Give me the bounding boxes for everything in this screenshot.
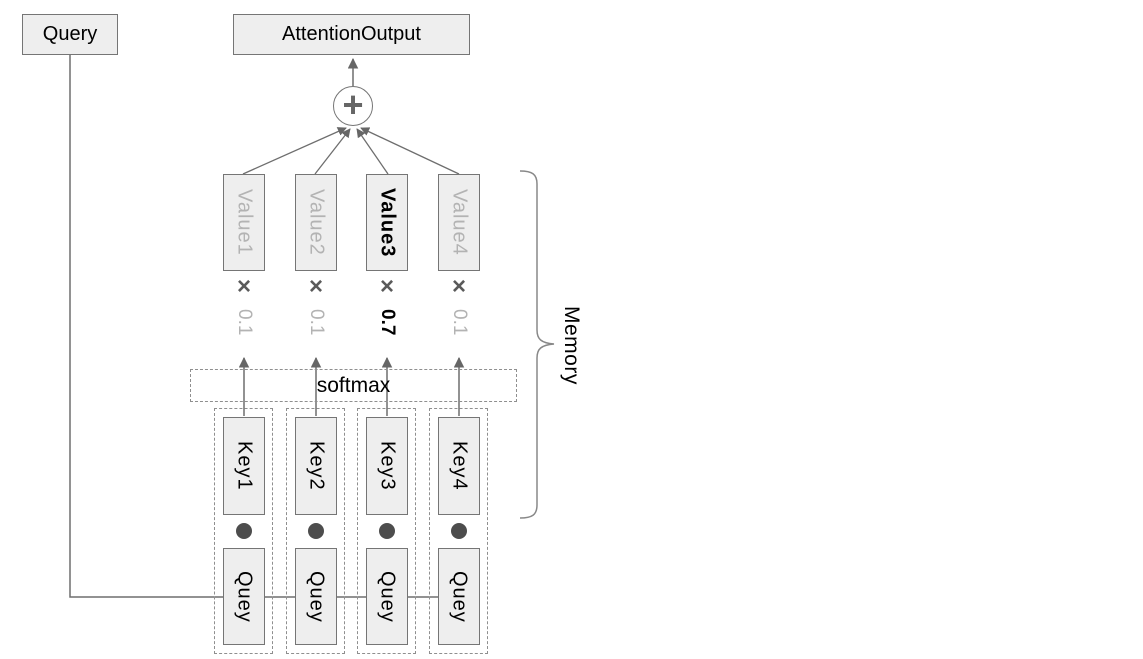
memory-slot-2: [286, 408, 345, 654]
value4-box: Value4: [438, 174, 480, 271]
query-copy1-box: Quey: [223, 548, 265, 645]
attention-output-box: AttentionOutput: [233, 14, 470, 55]
key4-label: Key4: [448, 441, 471, 491]
memory-slot-1: [214, 408, 273, 654]
memory-brace: [519, 170, 555, 519]
weight4-label: 0.1: [449, 308, 470, 336]
value4-label: Value4: [448, 189, 471, 256]
softmax-label: softmax: [316, 373, 391, 397]
value2-box: Value2: [295, 174, 337, 271]
plus-icon: +: [342, 83, 364, 125]
dot-product-icon: [379, 523, 395, 539]
dot-product-icon: [308, 523, 324, 539]
value3-box: Value3: [366, 174, 408, 271]
value3-label: Value3: [376, 187, 399, 258]
query-label: Query: [42, 23, 98, 45]
softmax-box: softmax: [190, 369, 517, 402]
query-copy4-label: Quey: [448, 570, 471, 623]
value1-to-sum-arrow: [242, 127, 347, 175]
memory-slot-4: [429, 408, 488, 654]
multiply-icon: ×: [236, 273, 251, 300]
value1-box: Value1: [223, 174, 265, 271]
key4-box: Key4: [438, 417, 480, 515]
key2-box: Key2: [295, 417, 337, 515]
multiply-icon: ×: [451, 273, 466, 300]
key3-label: Key3: [376, 441, 399, 491]
query-copy2-label: Quey: [305, 570, 328, 623]
multiply-icon: ×: [379, 273, 394, 300]
query-copy3-label: Quey: [376, 570, 399, 623]
value2-label: Value2: [305, 189, 328, 256]
weight3-label: 0.7: [377, 308, 398, 336]
value4-to-sum-arrow: [360, 127, 460, 175]
value2-to-sum-arrow: [314, 128, 351, 175]
memory-label: Memory: [560, 305, 583, 385]
key1-box: Key1: [223, 417, 265, 515]
query-copy1-label: Quey: [233, 570, 256, 623]
multiply-icon: ×: [308, 273, 323, 300]
key2-label: Key2: [305, 441, 328, 491]
query-copy3-box: Quey: [366, 548, 408, 645]
weight1-label: 0.1: [234, 308, 255, 336]
key1-label: Key1: [233, 441, 256, 491]
value1-label: Value1: [233, 189, 256, 256]
memory-slot-3: [357, 408, 416, 654]
value3-to-sum-arrow: [356, 128, 389, 175]
query-copy4-box: Quey: [438, 548, 480, 645]
attention-output-label: AttentionOutput: [282, 23, 421, 45]
key3-box: Key3: [366, 417, 408, 515]
sum-node: +: [333, 86, 373, 126]
query-box: Query: [22, 14, 118, 55]
query-copy2-box: Quey: [295, 548, 337, 645]
weight2-label: 0.1: [306, 308, 327, 336]
dot-product-icon: [451, 523, 467, 539]
dot-product-icon: [236, 523, 252, 539]
